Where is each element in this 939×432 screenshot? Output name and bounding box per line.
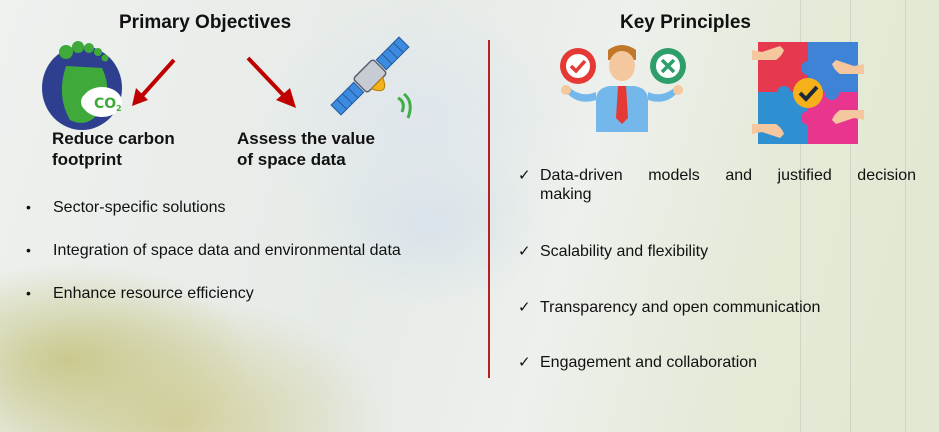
satellite-icon — [330, 36, 412, 119]
checkmark-icon: ✓ — [518, 166, 531, 184]
list-item: Integration of space data and environmen… — [22, 241, 472, 260]
column-divider — [488, 40, 490, 378]
background-rail — [850, 0, 851, 432]
red-arrow-icon — [132, 58, 176, 106]
list-item: ✓ Engagement and collaboration — [518, 353, 758, 371]
primary-objectives-heading: Primary Objectives — [119, 12, 292, 33]
objective-label-carbon: Reduce carbon footprint — [52, 129, 175, 169]
puzzle-hands-icon — [752, 42, 864, 144]
svg-text:CO: CO — [94, 96, 116, 112]
red-arrow-icon — [246, 56, 296, 108]
list-item: Sector-specific solutions — [22, 198, 472, 217]
checkmark-icon: ✓ — [518, 298, 531, 316]
key-principles-heading: Key Principles — [620, 12, 751, 33]
objectives-bullet-list: Sector-specific solutions Integration of… — [22, 198, 472, 327]
svg-text:2: 2 — [116, 104, 122, 113]
objective-label-space-data: Assess the value of space data — [237, 129, 375, 169]
checkmark-icon: ✓ — [518, 353, 531, 371]
background-rail — [800, 0, 801, 432]
background-rail — [905, 0, 906, 432]
list-item: ✓ Transparency and open communication — [518, 298, 821, 316]
list-item: ✓ Scalability and flexibility — [518, 242, 709, 260]
list-item: Enhance resource efficiency — [22, 284, 472, 303]
list-item: ✓ Data-driven models and justified decis… — [518, 166, 916, 203]
decision-person-icon — [560, 45, 686, 132]
checkmark-icon: ✓ — [518, 242, 531, 260]
footprint-leaf-icon: CO 2 — [42, 41, 122, 130]
